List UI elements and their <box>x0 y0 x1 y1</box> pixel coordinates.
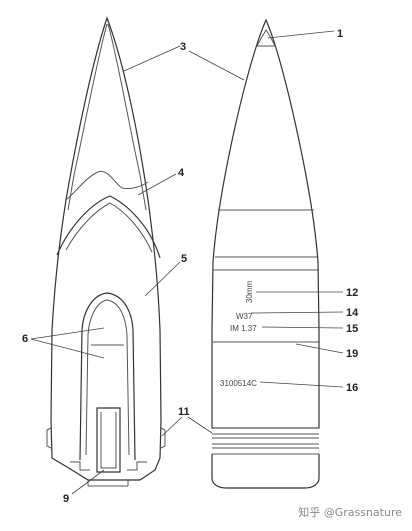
callout-9: 9 <box>63 493 69 505</box>
leader-5 <box>144 261 181 297</box>
leader-15 <box>261 326 344 329</box>
callout-labels: 1 3 4 5 6 9 11 12 14 15 16 19 <box>22 28 359 505</box>
penetrator-cap-inner <box>65 202 153 253</box>
band-left <box>46 427 52 449</box>
callout-12: 12 <box>346 287 358 299</box>
tracer-cavity-inner <box>100 412 117 469</box>
marking-serial: 3100514C <box>220 379 257 388</box>
cutaway-projectile <box>46 16 166 487</box>
leader-16 <box>259 381 344 388</box>
cutaway-outer-body <box>50 16 162 481</box>
leader-19 <box>295 343 344 354</box>
leader-14 <box>250 311 344 314</box>
base-step-right <box>127 461 147 471</box>
leader-4 <box>137 173 177 196</box>
ballistic-cap-inner-right <box>107 23 147 211</box>
leader-11b <box>187 416 213 434</box>
external-projectile: 30mm W37 IM 1.37 3100514C <box>211 18 320 489</box>
core-inner <box>85 299 130 456</box>
band-right <box>160 427 166 449</box>
callout-16: 16 <box>346 382 358 394</box>
marking-lot: IM 1.37 <box>230 324 257 333</box>
leader-6b <box>30 338 105 359</box>
callout-11: 11 <box>178 406 190 418</box>
watermark: 知乎 @Grassnature <box>298 505 402 519</box>
base-step-left <box>70 461 90 471</box>
leader-lines <box>30 30 344 495</box>
callout-4: 4 <box>178 167 185 179</box>
tracer-cavity <box>96 407 121 473</box>
callout-19: 19 <box>346 348 358 360</box>
leader-6a <box>30 327 105 340</box>
external-outline <box>211 18 320 429</box>
leader-9 <box>71 469 105 495</box>
leader-3a <box>123 45 181 72</box>
leader-11a <box>161 416 183 437</box>
callout-5: 5 <box>181 253 187 265</box>
penetrator-cap <box>56 195 161 259</box>
callout-15: 15 <box>346 323 358 335</box>
marking-vertical: 30mm <box>245 281 254 304</box>
core-outline <box>79 292 136 461</box>
callout-1: 1 <box>337 28 343 40</box>
driving-band <box>212 427 319 455</box>
nose-tip <box>256 29 276 47</box>
leader-3b <box>188 50 245 81</box>
callout-14: 14 <box>346 307 359 319</box>
ballistic-cap-base <box>65 170 149 201</box>
base-section <box>211 454 320 489</box>
leader-1 <box>267 30 335 39</box>
marking-weight: W37 <box>236 312 253 321</box>
callout-3: 3 <box>180 41 186 53</box>
ballistic-cap-inner-left <box>67 23 108 211</box>
callout-6: 6 <box>22 333 28 345</box>
